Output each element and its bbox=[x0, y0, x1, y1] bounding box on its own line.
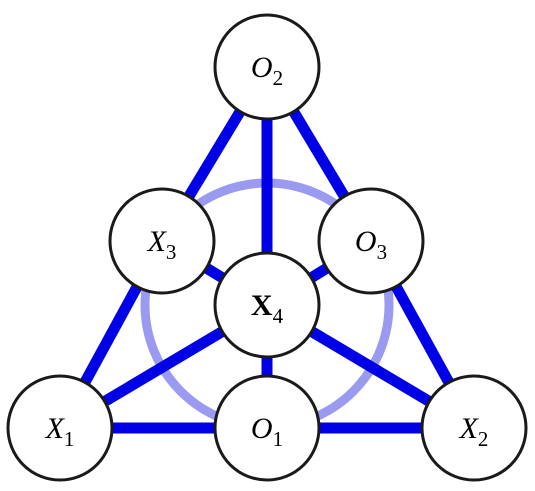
node-x3: X3 bbox=[108, 187, 216, 295]
node-label-main: O bbox=[355, 225, 377, 258]
node-label: O2 bbox=[251, 51, 283, 90]
node-label-main: X bbox=[45, 412, 66, 445]
node-label-subscript: 4 bbox=[273, 304, 284, 328]
node-label-subscript: 2 bbox=[478, 427, 489, 451]
node-label-subscript: 3 bbox=[166, 240, 177, 264]
node-label-subscript: 1 bbox=[64, 427, 75, 451]
node-circle bbox=[420, 374, 528, 482]
node-label-main: X bbox=[459, 412, 480, 445]
node-label-main: O bbox=[251, 412, 273, 445]
node-label: O1 bbox=[251, 412, 283, 451]
node-label-subscript: 1 bbox=[273, 427, 284, 451]
node-circle bbox=[6, 374, 114, 482]
node-label: X2 bbox=[459, 412, 489, 451]
node-label: O3 bbox=[355, 225, 387, 264]
node-circle bbox=[213, 13, 321, 121]
node-x4: X4 bbox=[213, 251, 321, 359]
node-label: X4 bbox=[251, 289, 284, 328]
node-o1: O1 bbox=[213, 374, 321, 482]
node-label-subscript: 2 bbox=[273, 66, 284, 90]
node-circle bbox=[213, 374, 321, 482]
node-circle bbox=[213, 251, 321, 359]
node-x2: X2 bbox=[420, 374, 528, 482]
node-label: X3 bbox=[147, 225, 177, 264]
node-label-main: X bbox=[147, 225, 168, 258]
node-x1: X1 bbox=[6, 374, 114, 482]
node-label-main: O bbox=[251, 51, 273, 84]
node-o3: O3 bbox=[317, 187, 425, 295]
node-circle bbox=[108, 187, 216, 295]
node-label: X1 bbox=[45, 412, 75, 451]
node-label-main: X bbox=[251, 289, 273, 322]
node-circle bbox=[317, 187, 425, 295]
node-label-subscript: 3 bbox=[377, 240, 388, 264]
node-o2: O2 bbox=[213, 13, 321, 121]
